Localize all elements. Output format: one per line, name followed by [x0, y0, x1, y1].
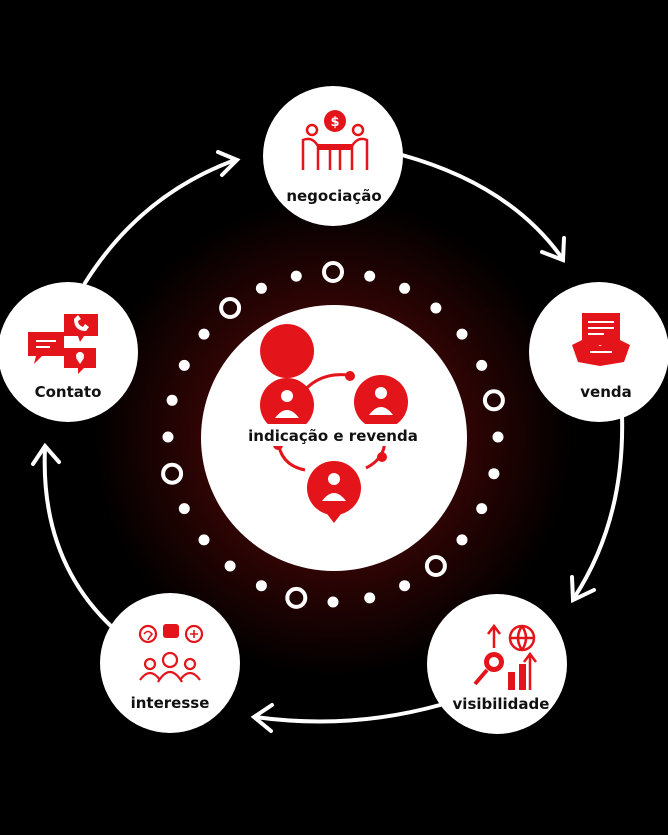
ring-dot — [322, 261, 344, 283]
referral-network-icon — [260, 324, 408, 523]
person-glyphs — [275, 387, 393, 501]
center-label: indicação e revenda — [248, 427, 418, 445]
ring-dot — [364, 592, 376, 604]
stage-label-interesse: interesse — [131, 694, 210, 712]
ring-dot — [178, 359, 190, 371]
ring-dot — [178, 503, 190, 515]
ring-dot — [255, 580, 267, 592]
ring-dot — [492, 431, 504, 443]
ring-dot — [488, 468, 500, 480]
ring-dot — [327, 596, 339, 608]
cycle-arrows — [31, 150, 625, 733]
stage-label-visibilidade: visibilidade — [453, 695, 550, 713]
stage-venda: venda — [529, 282, 668, 422]
ring-dot — [198, 534, 210, 546]
svg-text:$: $ — [330, 115, 339, 130]
dotted-ring — [161, 261, 505, 609]
ring-dot — [162, 431, 174, 443]
ring-dot — [198, 328, 210, 340]
arrowhead-contato-to-negociacao — [216, 150, 241, 177]
stage-label-negociacao: negociação — [286, 187, 381, 205]
ring-dot — [224, 560, 236, 572]
ring-dot — [476, 359, 488, 371]
audience-engagement-icon — [138, 624, 204, 683]
arrowhead-visibilidade-to-interesse — [250, 703, 274, 733]
arrow-contato-to-negociacao — [83, 158, 237, 285]
ring-dot — [290, 270, 302, 282]
ring-dot — [285, 586, 308, 609]
ring-dot — [219, 297, 242, 319]
handshake-contract-icon — [572, 313, 630, 366]
ring-dot — [430, 302, 442, 314]
ring-dot — [456, 534, 468, 546]
arrow-visibilidade-to-interesse — [253, 703, 442, 724]
arrow-venda-to-visibilidade — [572, 413, 625, 600]
stage-negociacao: $ negociação — [263, 86, 403, 226]
stage-contato: Contato — [0, 282, 138, 422]
chat-contact-icon — [28, 314, 98, 374]
growth-visibility-icon — [473, 623, 537, 690]
ring-dot — [166, 394, 178, 406]
stage-visibilidade: visibilidade — [427, 594, 567, 734]
ring-dot — [456, 328, 468, 340]
ring-dot — [255, 282, 267, 294]
arrow-interesse-to-contato — [42, 446, 115, 630]
ring-dot — [476, 503, 488, 515]
arrowhead-interesse-to-contato — [31, 442, 61, 466]
ring-dot — [399, 580, 411, 592]
ring-dot — [161, 462, 184, 485]
ring-dot — [424, 555, 447, 577]
arrowhead-venda-to-visibilidade — [570, 575, 596, 604]
stage-label-contato: Contato — [35, 383, 102, 401]
negotiation-icon: $ — [301, 110, 369, 170]
stage-label-venda: venda — [580, 383, 632, 401]
center-node: indicação e revenda — [201, 305, 467, 571]
ring-dot — [364, 270, 376, 282]
ring-dot — [482, 389, 505, 412]
arrowhead-negociacao-to-venda — [540, 236, 566, 263]
arrow-negociacao-to-venda — [400, 153, 564, 260]
stage-interesse: interesse — [100, 593, 240, 733]
ring-dot — [399, 282, 411, 294]
